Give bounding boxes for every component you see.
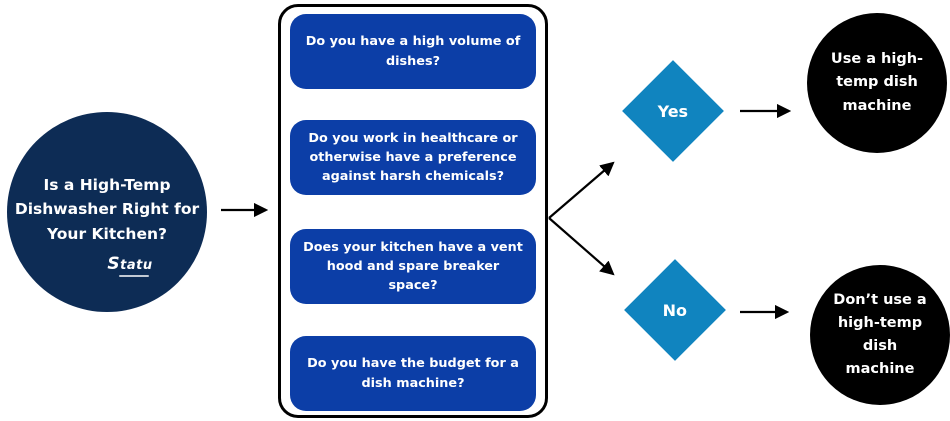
outcome-node-use: Use a high-temp dish machine (807, 13, 947, 153)
arrow-questions-to-no (548, 217, 615, 276)
decision-diamond-no: No (624, 259, 726, 361)
arrow-questions-to-yes (548, 161, 615, 219)
start-node: Is a High-Temp Dishwasher Right for Your… (7, 112, 207, 312)
outcome-use-label: Use a high-temp dish machine (830, 51, 924, 114)
decision-yes-label: Yes (657, 101, 689, 121)
question-box-budget: Do you have the budget for a dish machin… (290, 336, 536, 411)
question-panel: Do you have a high volume of dishes? Do … (278, 4, 548, 418)
question-box-vent-hood: Does your kitchen have a vent hood and s… (290, 229, 536, 304)
outcome-dont-use-label: Don’t use a high-temp dish machine (833, 291, 927, 378)
decision-diamond-yes: Yes (622, 60, 724, 162)
question-box-volume: Do you have a high volume of dishes? (290, 14, 536, 89)
flowchart-title: Is a High-Temp Dishwasher Right for Your… (14, 176, 200, 243)
decision-no-label: No (662, 300, 688, 320)
brand-logo-tagline (119, 274, 150, 277)
brand-logo: Statu (107, 256, 152, 277)
brand-logo-text: Statu (107, 253, 153, 274)
outcome-node-dont-use: Don’t use a high-temp dish machine (810, 265, 950, 405)
question-box-healthcare: Do you work in healthcare or otherwise h… (290, 120, 536, 195)
